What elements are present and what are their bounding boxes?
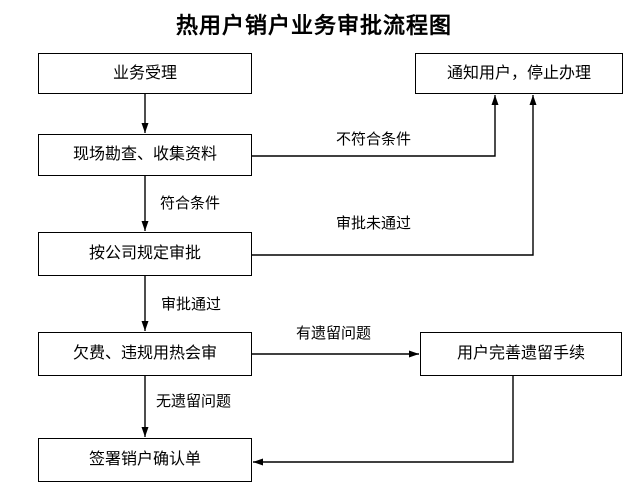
node-site-survey-collect: 现场勘查、收集资料 xyxy=(38,134,252,176)
edge-label-no-pending-issues: 无遗留问题 xyxy=(156,392,232,412)
edge-label-approval-failed: 审批未通过 xyxy=(336,214,412,234)
node-user-complete-procedures: 用户完善遗留手续 xyxy=(420,332,622,376)
edge-complete-to-sign xyxy=(253,376,514,466)
node-business-acceptance: 业务受理 xyxy=(38,53,252,94)
page-title: 热用户销户业务审批流程图 xyxy=(175,13,452,38)
edge-label-meets-conditions: 符合条件 xyxy=(160,194,221,214)
edge-label-has-pending-issues: 有遗留问题 xyxy=(296,324,372,344)
node-sign-confirmation: 签署销户确认单 xyxy=(38,438,252,482)
edge-label-not-meet-conditions: 不符合条件 xyxy=(336,130,412,150)
node-company-approval: 按公司规定审批 xyxy=(38,232,252,276)
node-arrears-violation-review: 欠费、违规用热会审 xyxy=(38,332,252,376)
node-notify-user-stop: 通知用户，停止办理 xyxy=(415,53,623,94)
edge-label-approval-passed: 审批通过 xyxy=(161,295,222,315)
